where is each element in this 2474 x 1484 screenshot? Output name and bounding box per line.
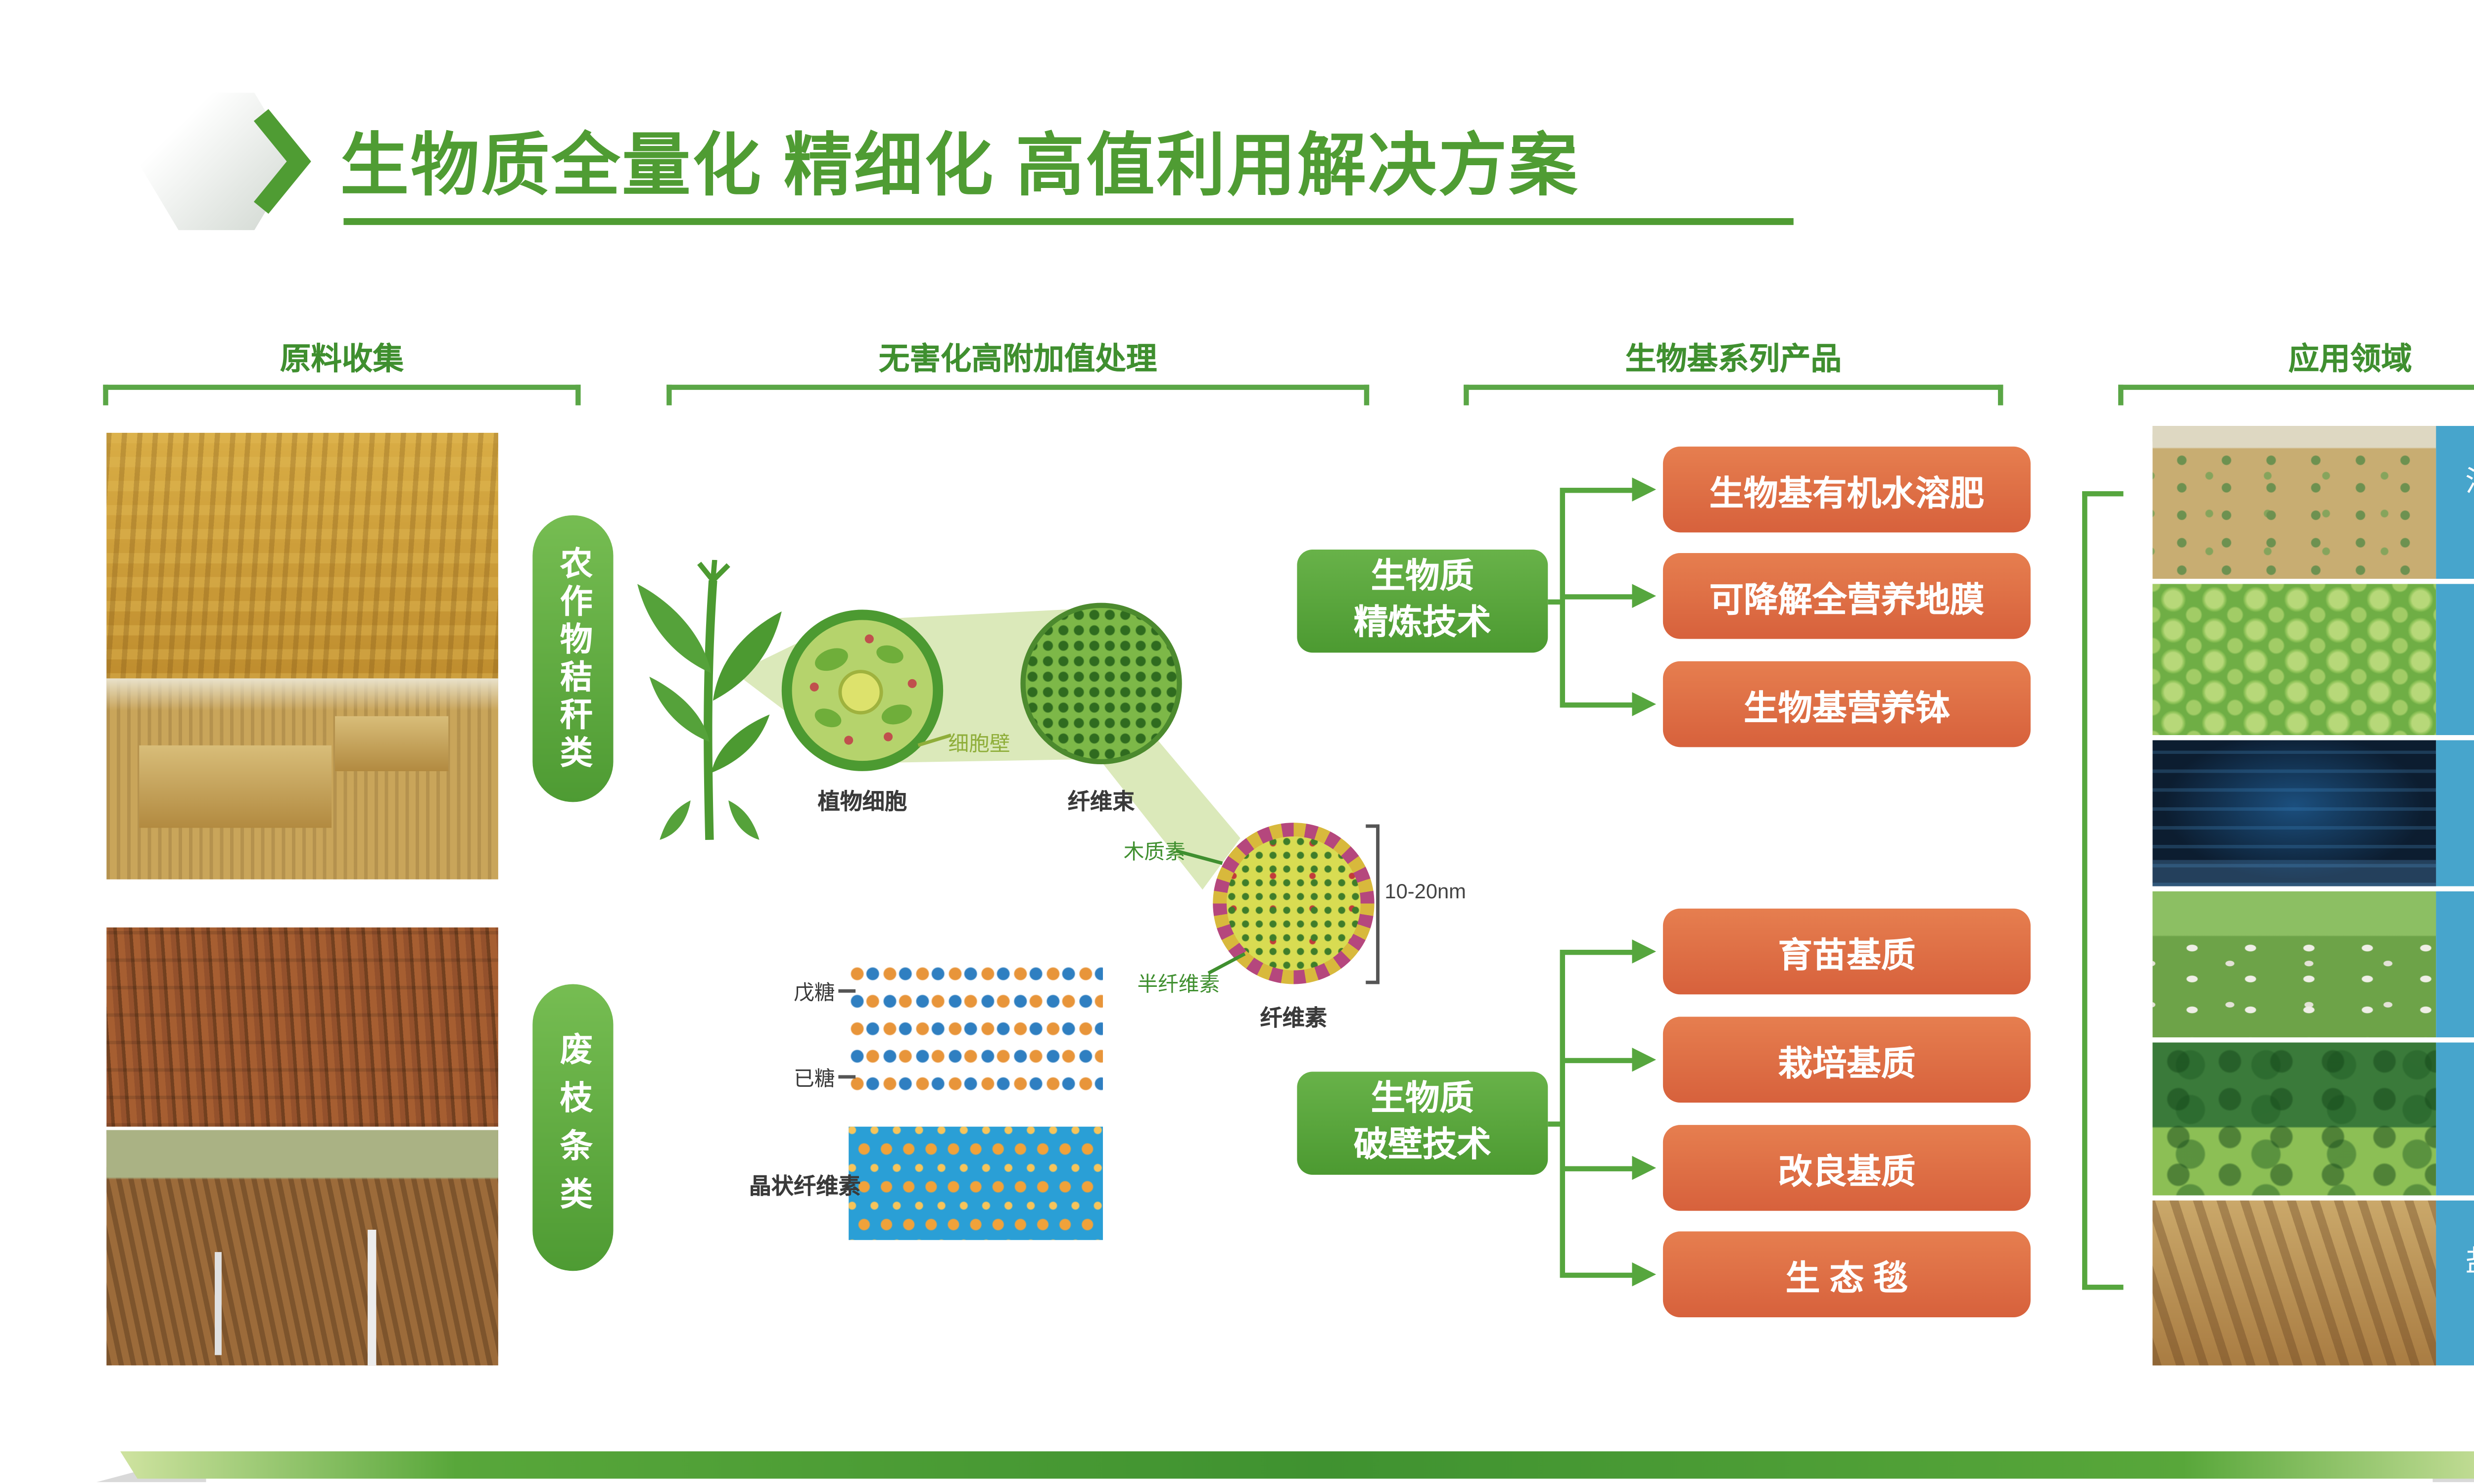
- photo-agriculture-data: [2152, 740, 2436, 886]
- sugar-molecule-rows: [849, 965, 1103, 1103]
- tech-line: 破壁技术: [1353, 1126, 1491, 1165]
- molecule-row: [849, 992, 1103, 1010]
- connector-line: [1560, 488, 1565, 708]
- photo-fertility: [2152, 584, 2436, 736]
- tech-line: 精炼技术: [1353, 604, 1491, 643]
- header-products: 生物基系列产品: [1625, 341, 1842, 376]
- arrowhead-icon: [1632, 1262, 1657, 1287]
- application-label: 盐碱地 改良: [2436, 1200, 2474, 1366]
- measure-line: [1376, 824, 1380, 984]
- arrowhead-icon: [1632, 1156, 1657, 1180]
- application-label: 沙漠化 治理: [2436, 426, 2474, 579]
- header-processing: 无害化高附加值处理: [878, 341, 1157, 376]
- measure-tick: [1366, 980, 1380, 984]
- header-applications: 应用领域: [2288, 341, 2412, 376]
- label-fiber-bundle: 纤维束: [1067, 788, 1135, 814]
- application-line: 盐碱地: [2465, 1244, 2474, 1283]
- header-collection: 原料收集: [280, 341, 404, 376]
- arrowhead-icon: [1632, 939, 1657, 964]
- product-box: 生物基有机水溶肥: [1663, 446, 2031, 533]
- tech-line: 生物质: [1371, 1080, 1474, 1118]
- bracket: [666, 384, 1370, 406]
- tech-line: 生物质: [1371, 558, 1474, 596]
- photo-desertification: [2152, 426, 2436, 579]
- fiber-bundle-illustration: [1020, 603, 1182, 765]
- plant-illustration: [637, 559, 782, 840]
- label-hemicellulose: 半纤维素: [1137, 972, 1220, 996]
- label-plant-cell: 植物细胞: [817, 788, 907, 814]
- photo-orchard-branches: [106, 1130, 498, 1366]
- cellulose-fiber-illustration: [1213, 823, 1375, 984]
- arrowhead-icon: [1632, 1047, 1657, 1072]
- product-box: 育苗基质: [1663, 908, 2031, 995]
- label-hexose: 已糖: [794, 1067, 835, 1091]
- application-label: 农业 数据: [2436, 740, 2474, 886]
- tech-box-wall-breaking: 生物质 破壁技术: [1297, 1071, 1548, 1175]
- measure-tick: [1366, 824, 1380, 828]
- connector-line: [1565, 702, 1636, 708]
- leader-line: [838, 1075, 856, 1079]
- application-line: 沙漠化: [2465, 463, 2474, 503]
- molecule-row: [849, 1047, 1103, 1065]
- product-box: 生物基营养钵: [1663, 661, 2031, 747]
- connector-line: [1565, 594, 1636, 600]
- label-pentose: 戊糖: [794, 980, 835, 1005]
- tech-box-refining: 生物质 精炼技术: [1297, 550, 1548, 653]
- leader-line: [838, 989, 856, 993]
- molecule-row: [849, 1075, 1103, 1093]
- arrowhead-icon: [1632, 692, 1657, 716]
- photo-saline-soil: [2152, 1200, 2436, 1366]
- connector-line: [1548, 1121, 1564, 1127]
- arrowhead-icon: [1632, 477, 1657, 502]
- bracket: [103, 384, 581, 406]
- connector-line: [1565, 950, 1636, 955]
- label-fiber-size: 10-20nm: [1384, 879, 1466, 904]
- product-box: 生 态 毯: [1663, 1231, 2031, 1318]
- application-label: 肥力 提升: [2436, 584, 2474, 736]
- molecule-row: [849, 1020, 1103, 1038]
- photo-landscaping: [2152, 1042, 2436, 1196]
- bracket: [2118, 384, 2474, 406]
- applications-bracket-tick: [2082, 491, 2124, 497]
- connector-line: [1565, 1166, 1636, 1171]
- connector-line: [1565, 1272, 1636, 1278]
- connector-line: [1565, 1058, 1636, 1064]
- product-box: 可降解全营养地膜: [1663, 553, 2031, 639]
- applications-bracket-tick: [2082, 1285, 2124, 1290]
- connector-line: [1548, 599, 1564, 605]
- application-label: 畜牧 养殖: [2436, 891, 2474, 1038]
- product-box: 改良基质: [1663, 1125, 2031, 1211]
- category-label-waste-branches: 废枝条类: [532, 984, 614, 1271]
- product-box: 栽培基质: [1663, 1017, 2031, 1103]
- label-lignin: 木质素: [1123, 839, 1186, 864]
- bracket: [1464, 384, 2003, 406]
- photo-livestock: [2152, 891, 2436, 1038]
- application-label: 园林 绿化: [2436, 1042, 2474, 1196]
- chevron-right-icon: [253, 109, 311, 214]
- molecule-row: [849, 965, 1103, 982]
- category-label-crop-straw: 农作物秸秆类: [532, 515, 614, 802]
- cellulose-core: [1227, 836, 1361, 971]
- photo-straw-bales: [106, 678, 498, 880]
- applications-bracket: [2082, 491, 2088, 1290]
- arrowhead-icon: [1632, 584, 1657, 608]
- connector-line: [1565, 488, 1636, 493]
- label-cell-wall: 细胞壁: [948, 732, 1010, 756]
- label-crystalline-cellulose: 晶状纤维素: [749, 1173, 861, 1199]
- photo-pruned-branches: [106, 927, 498, 1127]
- plant-cell-illustration: [781, 609, 944, 771]
- crystalline-cellulose-illustration: [849, 1126, 1103, 1240]
- label-cellulose: 纤维素: [1260, 1005, 1328, 1031]
- page-title: 生物质全量化 精细化 高值利用解决方案: [340, 129, 1579, 205]
- footer-ribbon: [120, 1451, 2474, 1479]
- connector-line: [1560, 950, 1565, 1278]
- title-underline: [343, 218, 1794, 225]
- photo-corn-straw: [106, 432, 498, 679]
